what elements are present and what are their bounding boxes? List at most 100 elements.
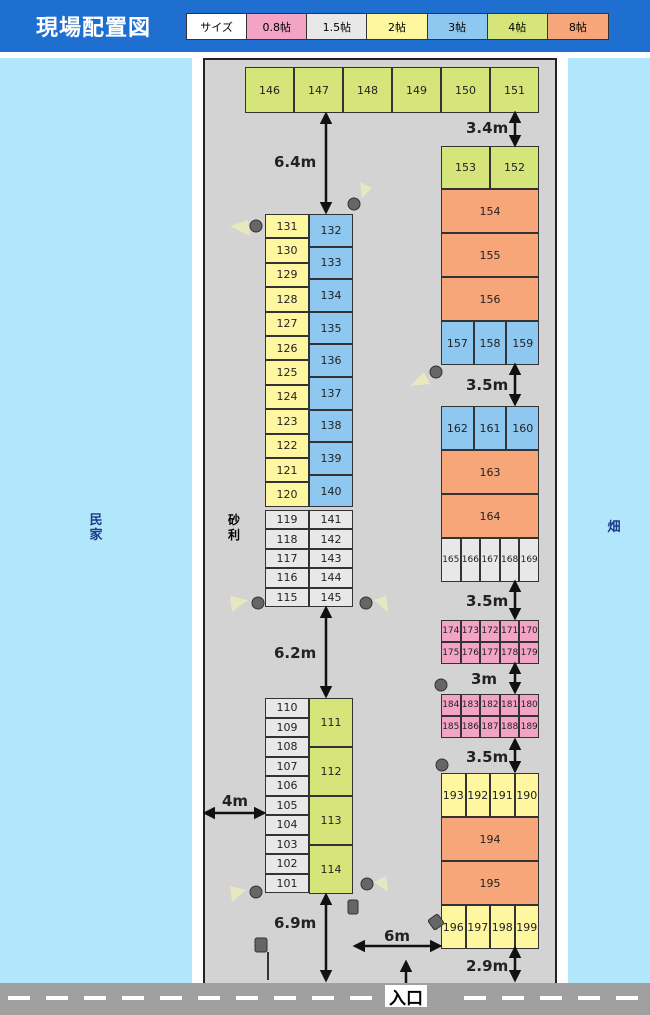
storage-unit-169[interactable]: 169: [519, 538, 539, 582]
storage-unit-187[interactable]: 187: [480, 716, 500, 738]
storage-unit-125[interactable]: 125: [265, 360, 309, 385]
storage-unit-133[interactable]: 133: [309, 246, 353, 280]
storage-unit-158[interactable]: 158: [473, 321, 507, 365]
storage-unit-123[interactable]: 123: [265, 409, 309, 434]
storage-unit-194[interactable]: 194: [441, 817, 539, 861]
road-marking: [8, 996, 30, 1000]
storage-unit-121[interactable]: 121: [265, 458, 309, 483]
storage-unit-195[interactable]: 195: [441, 861, 539, 905]
storage-unit-153[interactable]: 153: [441, 146, 490, 189]
storage-unit-171[interactable]: 171: [499, 620, 520, 642]
storage-unit-174[interactable]: 174: [441, 620, 461, 642]
storage-unit-109[interactable]: 109: [265, 717, 309, 737]
storage-unit-131[interactable]: 131: [265, 214, 309, 239]
storage-unit-197[interactable]: 197: [465, 905, 490, 949]
storage-unit-129[interactable]: 129: [265, 262, 309, 288]
storage-unit-137[interactable]: 137: [309, 377, 353, 410]
road-marking: [464, 996, 486, 1000]
storage-unit-113[interactable]: 113: [309, 796, 353, 845]
storage-unit-142[interactable]: 142: [309, 529, 353, 549]
storage-unit-135[interactable]: 135: [309, 311, 353, 345]
storage-unit-136[interactable]: 136: [309, 344, 353, 377]
storage-unit-102[interactable]: 102: [265, 854, 309, 874]
storage-unit-146[interactable]: 146: [245, 67, 294, 113]
storage-unit-165[interactable]: 165: [441, 538, 461, 582]
storage-unit-127[interactable]: 127: [265, 311, 309, 336]
storage-unit-126[interactable]: 126: [265, 336, 309, 361]
storage-unit-163[interactable]: 163: [441, 450, 539, 494]
storage-unit-115[interactable]: 115: [265, 587, 309, 607]
storage-unit-104[interactable]: 104: [265, 815, 309, 835]
storage-unit-180[interactable]: 180: [519, 694, 539, 716]
storage-unit-116[interactable]: 116: [265, 568, 309, 588]
storage-unit-151[interactable]: 151: [490, 67, 539, 113]
storage-unit-159[interactable]: 159: [506, 321, 540, 365]
storage-unit-101[interactable]: 101: [265, 873, 309, 893]
storage-unit-110[interactable]: 110: [265, 698, 309, 718]
storage-unit-155[interactable]: 155: [441, 233, 539, 277]
storage-unit-172[interactable]: 172: [480, 620, 500, 642]
storage-unit-188[interactable]: 188: [499, 716, 520, 738]
storage-unit-161[interactable]: 161: [473, 406, 507, 450]
storage-unit-179[interactable]: 179: [519, 642, 539, 664]
storage-unit-112[interactable]: 112: [309, 747, 353, 796]
storage-unit-140[interactable]: 140: [309, 474, 353, 508]
storage-unit-196[interactable]: 196: [441, 905, 466, 949]
storage-unit-150[interactable]: 150: [441, 67, 490, 113]
storage-unit-139[interactable]: 139: [309, 442, 353, 475]
storage-unit-182[interactable]: 182: [480, 694, 500, 716]
storage-unit-107[interactable]: 107: [265, 756, 309, 776]
storage-unit-141[interactable]: 141: [309, 510, 353, 530]
storage-unit-124[interactable]: 124: [265, 384, 309, 410]
storage-unit-192[interactable]: 192: [465, 773, 490, 817]
storage-unit-149[interactable]: 149: [392, 67, 441, 113]
storage-unit-108[interactable]: 108: [265, 737, 309, 757]
storage-unit-111[interactable]: 111: [309, 698, 353, 747]
storage-unit-170[interactable]: 170: [519, 620, 539, 642]
storage-unit-114[interactable]: 114: [309, 845, 353, 894]
storage-unit-164[interactable]: 164: [441, 494, 539, 538]
storage-unit-138[interactable]: 138: [309, 409, 353, 443]
storage-unit-189[interactable]: 189: [519, 716, 539, 738]
storage-unit-119[interactable]: 119: [265, 510, 309, 530]
storage-unit-154[interactable]: 154: [441, 189, 539, 233]
storage-unit-191[interactable]: 191: [490, 773, 515, 817]
storage-unit-130[interactable]: 130: [265, 238, 309, 263]
storage-unit-103[interactable]: 103: [265, 834, 309, 854]
storage-unit-199[interactable]: 199: [514, 905, 539, 949]
storage-unit-106[interactable]: 106: [265, 776, 309, 796]
storage-unit-167[interactable]: 167: [480, 538, 500, 582]
storage-unit-148[interactable]: 148: [343, 67, 392, 113]
storage-unit-181[interactable]: 181: [499, 694, 520, 716]
storage-unit-176[interactable]: 176: [460, 642, 481, 664]
storage-unit-144[interactable]: 144: [309, 568, 353, 588]
storage-unit-147[interactable]: 147: [294, 67, 343, 113]
legend-item: 0.8帖: [246, 14, 307, 39]
storage-unit-105[interactable]: 105: [265, 795, 309, 815]
storage-unit-160[interactable]: 160: [506, 406, 540, 450]
storage-unit-120[interactable]: 120: [265, 482, 309, 507]
storage-unit-177[interactable]: 177: [480, 642, 500, 664]
storage-unit-193[interactable]: 193: [441, 773, 466, 817]
storage-unit-134[interactable]: 134: [309, 279, 353, 312]
storage-unit-157[interactable]: 157: [441, 321, 474, 365]
storage-unit-118[interactable]: 118: [265, 529, 309, 549]
storage-unit-166[interactable]: 166: [460, 538, 481, 582]
storage-unit-190[interactable]: 190: [514, 773, 539, 817]
storage-unit-183[interactable]: 183: [460, 694, 481, 716]
storage-unit-156[interactable]: 156: [441, 277, 539, 321]
storage-unit-117[interactable]: 117: [265, 548, 309, 569]
storage-unit-143[interactable]: 143: [309, 548, 353, 569]
storage-unit-173[interactable]: 173: [460, 620, 481, 642]
storage-unit-198[interactable]: 198: [490, 905, 515, 949]
storage-unit-184[interactable]: 184: [441, 694, 461, 716]
storage-unit-185[interactable]: 185: [441, 716, 461, 738]
storage-unit-162[interactable]: 162: [441, 406, 474, 450]
storage-unit-168[interactable]: 168: [499, 538, 520, 582]
storage-unit-175[interactable]: 175: [441, 642, 461, 664]
storage-unit-122[interactable]: 122: [265, 433, 309, 458]
storage-unit-186[interactable]: 186: [460, 716, 481, 738]
storage-unit-128[interactable]: 128: [265, 287, 309, 312]
